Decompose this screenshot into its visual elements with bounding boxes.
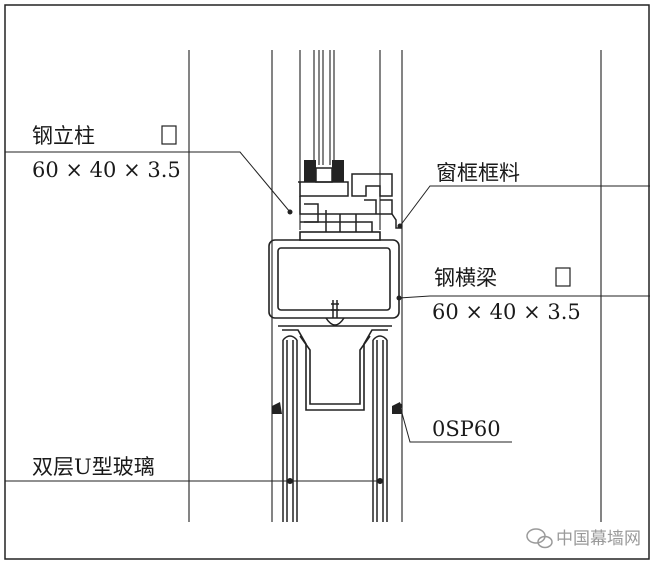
wechat-icon — [526, 528, 553, 549]
u-glass-right — [372, 335, 388, 522]
u-glass-left — [282, 335, 298, 522]
window-frame-profile — [298, 173, 402, 232]
steel-beam-section — [268, 231, 400, 319]
leader-lines — [5, 151, 650, 482]
section-symbol-column — [161, 125, 177, 145]
watermark-text: 中国幕墙网 — [556, 529, 641, 549]
leader-dots — [287, 209, 403, 484]
structure-lines — [188, 50, 602, 522]
watermark: 中国幕墙网 — [526, 528, 641, 549]
label-window-frame: 窗框框料 — [436, 161, 520, 185]
label-steel-beam: 钢横梁 — [434, 266, 497, 290]
glass-gaskets — [304, 160, 344, 183]
fixing-screw — [325, 300, 345, 326]
drawing-border — [4, 4, 650, 560]
label-u-glass: 双层U型玻璃 — [32, 455, 155, 479]
label-steel-column-size: 60 × 40 × 3.5 — [32, 158, 181, 182]
label-profile-code: 0SP60 — [432, 417, 501, 441]
section-symbol-beam — [555, 267, 571, 287]
window-glazing — [299, 50, 381, 230]
label-steel-column: 钢立柱 — [32, 124, 95, 148]
label-steel-beam-size: 60 × 40 × 3.5 — [432, 300, 581, 324]
u-glass-channel — [278, 325, 392, 411]
